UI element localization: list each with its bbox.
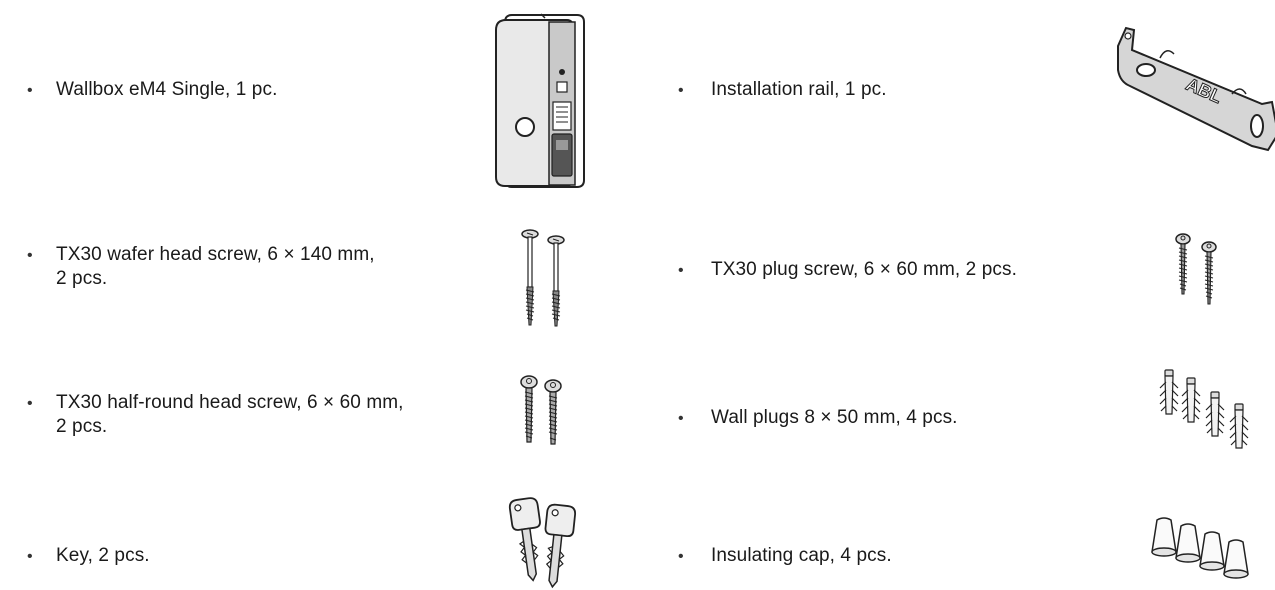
item-label-insulating-cap: Insulating cap, 4 pcs. [711,545,892,566]
bullet: • [27,395,33,412]
half-round-head-screw-icon [517,374,569,446]
insulating-cap-icon [1148,512,1256,584]
item-label-wafer-head-screw-line1: TX30 wafer head screw, 6 × 140 mm, [56,244,375,265]
wall-plug-icon [1157,368,1253,464]
item-label-half-round-head-screw-line2: 2 pcs. [56,416,108,437]
item-label-installation-rail: Installation rail, 1 pc. [711,79,887,100]
wafer-head-screw-icon [516,228,574,328]
bullet: • [678,548,684,565]
item-label-wall-plugs: Wall plugs 8 × 50 mm, 4 pcs. [711,407,958,428]
wallbox-icon [493,12,589,190]
item-label-wallbox: Wallbox eM4 Single, 1 pc. [56,79,278,100]
item-label-half-round-head-screw-line1: TX30 half-round head screw, 6 × 60 mm, [56,392,404,413]
bullet: • [678,82,684,99]
installation-rail-icon: ABL [1112,24,1275,154]
bullet: • [27,548,33,565]
item-label-wafer-head-screw-line2: 2 pcs. [56,268,108,289]
bullet: • [678,410,684,427]
bullet: • [678,262,684,279]
item-label-plug-screw: TX30 plug screw, 6 × 60 mm, 2 pcs. [711,259,1017,280]
item-label-key: Key, 2 pcs. [56,545,150,566]
plug-screw-icon [1171,232,1229,308]
key-icon [508,497,580,589]
bullet: • [27,82,33,99]
bullet: • [27,247,33,264]
